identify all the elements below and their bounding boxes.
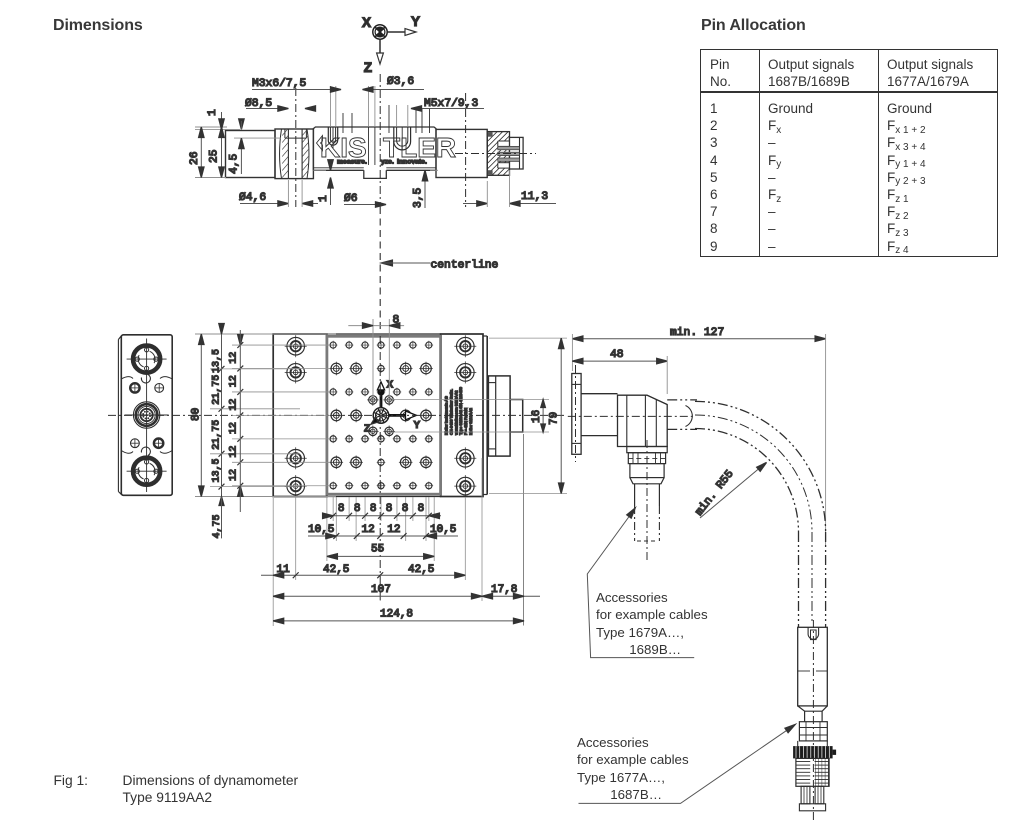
svg-text:4,75: 4,75 xyxy=(212,514,223,538)
svg-text:Type 9119AA2 SN 4123456: Type 9119AA2 SN 4123456 xyxy=(458,387,463,435)
svg-text:12: 12 xyxy=(229,469,240,481)
svg-text:8: 8 xyxy=(370,503,377,515)
svg-text:X: X xyxy=(362,15,371,30)
svg-text:3,5: 3,5 xyxy=(413,187,425,208)
svg-text:42,5: 42,5 xyxy=(408,564,434,576)
svg-text:measure.: measure. xyxy=(337,159,367,166)
svg-text:79: 79 xyxy=(549,412,561,425)
svg-text:55: 55 xyxy=(371,544,384,556)
svg-text:12: 12 xyxy=(387,524,400,536)
svg-text:17,8: 17,8 xyxy=(491,584,517,596)
svg-text:13,5: 13,5 xyxy=(212,458,223,482)
svg-text:21,75: 21,75 xyxy=(212,375,223,405)
svg-text:Y: Y xyxy=(411,14,420,29)
svg-text:12: 12 xyxy=(229,446,240,458)
svg-text:12: 12 xyxy=(362,524,375,536)
svg-text:Ø4,6: Ø4,6 xyxy=(239,192,266,204)
svg-text:12: 12 xyxy=(229,422,240,434)
svg-text:1: 1 xyxy=(318,195,330,202)
svg-text:21,75: 21,75 xyxy=(212,420,223,450)
svg-text:12: 12 xyxy=(229,399,240,411)
svg-text:12: 12 xyxy=(229,352,240,364)
svg-text:F = 4kN Fz 8kN: F = 4kN Fz 8kN xyxy=(463,408,468,435)
svg-text:Z: Z xyxy=(364,423,370,434)
svg-text:KIS: KIS xyxy=(320,132,367,163)
svg-text:8: 8 xyxy=(386,503,393,515)
svg-text:11: 11 xyxy=(277,564,291,576)
svg-text:yze.: yze. xyxy=(381,159,394,166)
svg-text:107: 107 xyxy=(371,584,391,596)
svg-text:Ø3,6: Ø3,6 xyxy=(387,76,414,88)
svg-text:8: 8 xyxy=(338,503,345,515)
svg-text:11,3: 11,3 xyxy=(521,191,548,203)
svg-text:42,5: 42,5 xyxy=(323,564,349,576)
svg-text:TLER: TLER xyxy=(383,132,456,163)
svg-text:Ø8,5: Ø8,5 xyxy=(245,98,272,110)
svg-text:13,5: 13,5 xyxy=(212,349,223,373)
svg-text:10,5: 10,5 xyxy=(308,524,334,536)
svg-text:80: 80 xyxy=(190,408,202,421)
svg-text:www.kistler.com 9119AA2: www.kistler.com 9119AA2 xyxy=(453,391,458,435)
svg-text:124,8: 124,8 xyxy=(380,609,413,621)
svg-text:X: X xyxy=(387,379,394,390)
svg-text:1: 1 xyxy=(207,109,219,116)
svg-text:min. 127: min. 127 xyxy=(670,327,724,339)
svg-text:4,5: 4,5 xyxy=(229,153,241,174)
svg-text:CH-8408 Winterthur Switz.: CH-8408 Winterthur Switz. xyxy=(448,389,453,435)
svg-text:26: 26 xyxy=(189,151,201,165)
svg-text:16: 16 xyxy=(531,410,543,423)
svg-text:min. R55: min. R55 xyxy=(694,468,737,518)
svg-text:12: 12 xyxy=(229,375,240,387)
svg-text:8: 8 xyxy=(393,315,400,327)
svg-text:Z: Z xyxy=(364,60,372,75)
svg-text:centerline: centerline xyxy=(431,260,499,272)
svg-text:25: 25 xyxy=(209,149,221,163)
svg-text:8: 8 xyxy=(418,503,425,515)
svg-text:M3x6/7,5: M3x6/7,5 xyxy=(252,78,306,90)
svg-text:48: 48 xyxy=(610,349,624,361)
svg-text:Y: Y xyxy=(414,420,421,431)
svg-text:Ø6: Ø6 xyxy=(344,193,358,205)
svg-text:8: 8 xyxy=(354,503,361,515)
svg-text:10,5: 10,5 xyxy=(430,524,456,536)
svg-text:8: 8 xyxy=(402,503,409,515)
svg-text:M5x7/9,3: M5x7/9,3 xyxy=(424,98,478,110)
svg-text:innovate.: innovate. xyxy=(397,159,427,166)
svg-text:kistler 9119AA2: kistler 9119AA2 xyxy=(468,408,473,435)
